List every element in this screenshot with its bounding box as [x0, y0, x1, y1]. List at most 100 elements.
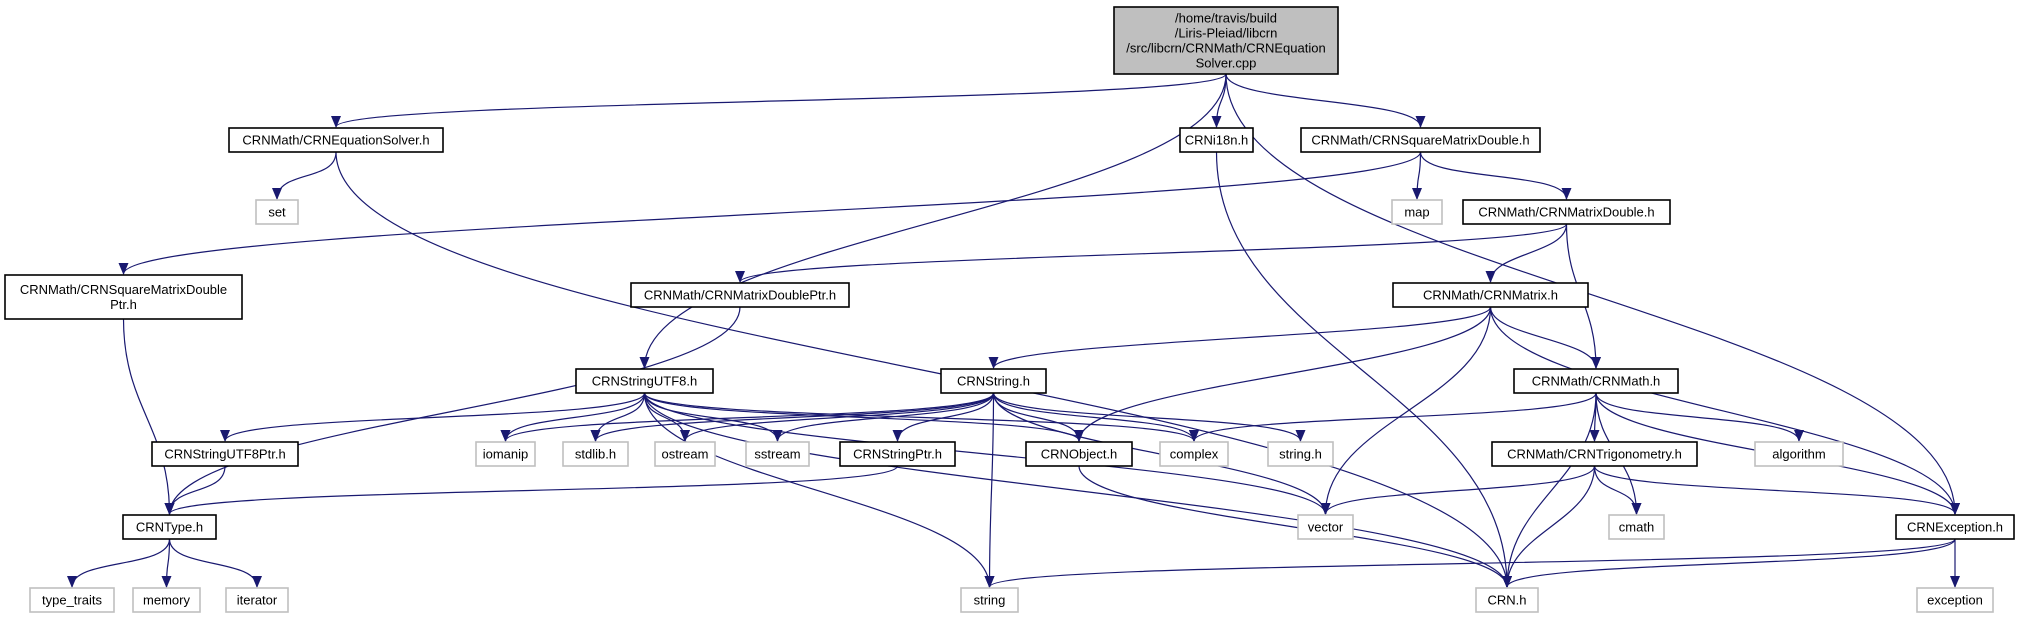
node-box: [1297, 514, 1354, 540]
node-vector[interactable]: vector: [1297, 514, 1354, 540]
edge-string_h-to-string: [984, 392, 995, 588]
node-box: [654, 441, 716, 467]
edge-matdptr_h-to-type_h: [164, 306, 741, 515]
node-iomanip[interactable]: iomanip: [475, 441, 536, 467]
node-label: /src/libcrn/CRNMath/CRNEquation: [1126, 41, 1325, 56]
node-set[interactable]: set: [255, 199, 299, 225]
node-cstring_h[interactable]: string.h: [1267, 441, 1334, 467]
node-math_h[interactable]: CRNMath/CRNMath.h: [1513, 368, 1679, 394]
node-ostream[interactable]: ostream: [654, 441, 716, 467]
edge-matrix_h-to-math_h: [1489, 306, 1601, 369]
node-strutf8_h[interactable]: CRNStringUTF8.h: [575, 368, 714, 394]
node-label: CRNMath/CRNMatrixDoublePtr.h: [644, 288, 836, 303]
node-label: sstream: [754, 447, 800, 462]
node-box: [1179, 127, 1254, 153]
edge-object_h-to-crn_h: [1078, 465, 1512, 588]
edge-strutf8_h-to-complex: [643, 392, 1199, 442]
node-label: CRNMath/CRNEquationSolver.h: [242, 133, 429, 148]
node-map[interactable]: map: [1391, 199, 1443, 225]
edge-math_h-to-algorithm: [1595, 392, 1804, 442]
node-box: [1462, 199, 1671, 225]
node-type_h[interactable]: CRNType.h: [122, 514, 217, 540]
edge-root-to-eqsolver_h: [331, 73, 1227, 128]
node-label: iterator: [237, 593, 278, 608]
node-label: CRNStringUTF8Ptr.h: [164, 447, 285, 462]
node-box: [1475, 587, 1539, 613]
node-strptr_h[interactable]: CRNStringPtr.h: [839, 441, 956, 467]
edge-i18n_h-to-crn_h: [1215, 151, 1512, 588]
node-matdptr_h[interactable]: CRNMath/CRNMatrixDoublePtr.h: [630, 282, 850, 308]
node-trig_h[interactable]: CRNMath/CRNTrigonometry.h: [1491, 441, 1698, 467]
edge-matrix_h-to-object_h: [1074, 306, 1492, 442]
node-cmath[interactable]: cmath: [1608, 514, 1665, 540]
node-label: Ptr.h: [110, 297, 137, 312]
edge-root-to-strutf8_h: [639, 73, 1227, 369]
edge-trig_h-to-cmath: [1593, 465, 1642, 515]
edge-sqmatd_h-to-map: [1412, 151, 1423, 200]
node-label: CRNMath/CRNSquareMatrixDouble.h: [1311, 133, 1529, 148]
node-box: [4, 274, 243, 320]
node-label: iomanip: [483, 447, 529, 462]
node-label: CRNMath/CRNMatrix.h: [1423, 288, 1558, 303]
node-box: [1513, 368, 1679, 394]
node-object_h[interactable]: CRNObject.h: [1025, 441, 1133, 467]
node-iterator[interactable]: iterator: [225, 587, 289, 613]
node-string[interactable]: string: [960, 587, 1019, 613]
edge-string_h-to-ostream: [680, 392, 995, 442]
node-label: /Liris-Pleiad/libcrn: [1175, 26, 1278, 41]
node-box: [745, 441, 810, 467]
node-label: CRNStringPtr.h: [853, 447, 942, 462]
node-sstream[interactable]: sstream: [745, 441, 810, 467]
node-exception_h[interactable]: CRNException.h: [1895, 514, 2015, 540]
node-box: [1300, 127, 1541, 153]
node-box: [1608, 514, 1665, 540]
node-label: CRNi18n.h: [1185, 133, 1249, 148]
node-crn_h[interactable]: CRN.h: [1475, 587, 1539, 613]
edge-strutf8_h-to-vector: [643, 392, 1331, 515]
node-root[interactable]: /home/travis/build/Liris-Pleiad/libcrn/s…: [1113, 6, 1339, 75]
edge-matrix_h-to-vector: [1320, 306, 1492, 515]
node-box: [562, 441, 629, 467]
node-matrix_h[interactable]: CRNMath/CRNMatrix.h: [1392, 282, 1589, 308]
edge-strutf8_h-to-strutf8ptr_h: [220, 392, 646, 442]
node-eqsolver_h[interactable]: CRNMath/CRNEquationSolver.h: [228, 127, 444, 153]
edge-type_h-to-memory: [161, 538, 172, 588]
edge-sqmatd_h-to-matd_h: [1419, 151, 1572, 200]
node-sqmatd_h[interactable]: CRNMath/CRNSquareMatrixDouble.h: [1300, 127, 1541, 153]
node-complex[interactable]: complex: [1159, 441, 1229, 467]
node-box: [839, 441, 956, 467]
edge-sqmatdptr_h-to-type_h: [122, 318, 175, 515]
node-i18n_h[interactable]: CRNi18n.h: [1179, 127, 1254, 153]
node-label: ostream: [662, 447, 709, 462]
node-box: [1754, 441, 1844, 467]
node-type_traits[interactable]: type_traits: [29, 587, 115, 613]
node-box: [132, 587, 201, 613]
edge-string_h-to-strptr_h: [892, 392, 995, 442]
node-stdlib_h[interactable]: stdlib.h: [562, 441, 629, 467]
edge-matrix_h-to-exception_h: [1489, 306, 1960, 515]
node-algorithm[interactable]: algorithm: [1754, 441, 1844, 467]
node-label: /home/travis/build: [1175, 11, 1277, 26]
edge-eqsolver_h-to-crn_h: [335, 151, 1512, 588]
edge-strutf8_h-to-string: [643, 392, 995, 588]
edge-strutf8_h-to-sstream: [643, 392, 783, 442]
node-strutf8ptr_h[interactable]: CRNStringUTF8Ptr.h: [151, 441, 299, 467]
node-label: exception: [1927, 593, 1983, 608]
node-matd_h[interactable]: CRNMath/CRNMatrixDouble.h: [1462, 199, 1671, 225]
edge-root-to-sqmatd_h: [1225, 73, 1426, 128]
node-exception[interactable]: exception: [1916, 587, 1994, 613]
node-label: CRNMath/CRNTrigonometry.h: [1507, 447, 1682, 462]
edge-strutf8_h-to-ostream: [643, 392, 690, 442]
node-box: [29, 587, 115, 613]
node-label: memory: [143, 593, 190, 608]
node-label: cmath: [1619, 520, 1654, 535]
edge-matrix_h-to-string_h: [988, 306, 1492, 369]
node-box: [225, 587, 289, 613]
edge-exception_h-to-crn_h: [1502, 538, 1956, 588]
edge-matd_h-to-matrix_h: [1485, 223, 1568, 283]
node-string_h[interactable]: CRNString.h: [940, 368, 1047, 394]
node-label: type_traits: [42, 593, 102, 608]
node-memory[interactable]: memory: [132, 587, 201, 613]
